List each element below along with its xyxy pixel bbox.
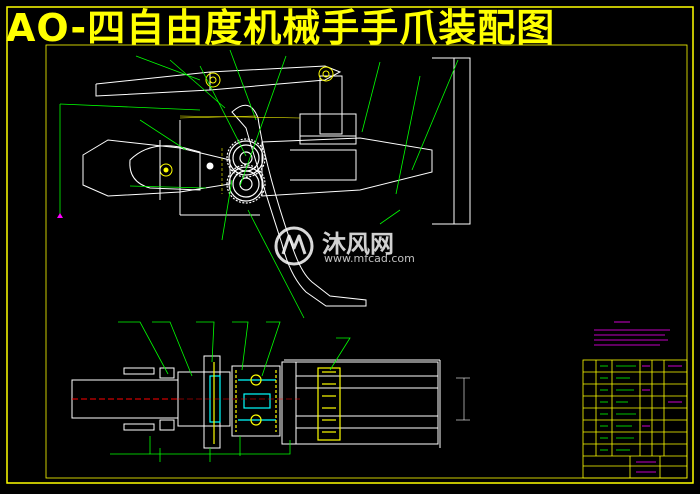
arm-tube — [71, 367, 179, 431]
upper-link-arm — [95, 65, 357, 137]
gear-teeth — [213, 362, 277, 444]
title-block-marks — [636, 365, 682, 473]
mfcad-logo-icon — [274, 226, 314, 266]
title-block — [582, 359, 688, 479]
watermark-brand: 沐风网 — [322, 230, 394, 258]
right-jaw — [261, 135, 433, 197]
center-lines — [179, 115, 301, 194]
inner-border — [45, 44, 688, 479]
top-view — [71, 321, 470, 462]
title-block-entries — [600, 365, 636, 451]
watermark: 沐风网 www.mfcad.com — [272, 222, 442, 272]
drawing-border — [6, 6, 694, 484]
top-view-dims — [456, 377, 470, 421]
technical-notes — [594, 321, 670, 346]
front-view — [57, 49, 471, 319]
base-outline — [110, 436, 291, 455]
gear-housing — [177, 355, 297, 449]
gripper-finger — [231, 104, 367, 307]
finger-plates — [284, 359, 441, 448]
finger-pins — [317, 367, 341, 441]
watermark-url: www.mfcad.com — [324, 252, 415, 265]
top-view-leaders — [118, 321, 351, 462]
left-jaw — [82, 120, 260, 216]
reach-outline — [432, 57, 471, 225]
datum-marker — [57, 213, 63, 218]
drawing-title: AO-四自由度机械手手爪装配图 — [6, 6, 556, 50]
pivot-pins — [159, 66, 334, 177]
leader-lines — [59, 49, 459, 319]
